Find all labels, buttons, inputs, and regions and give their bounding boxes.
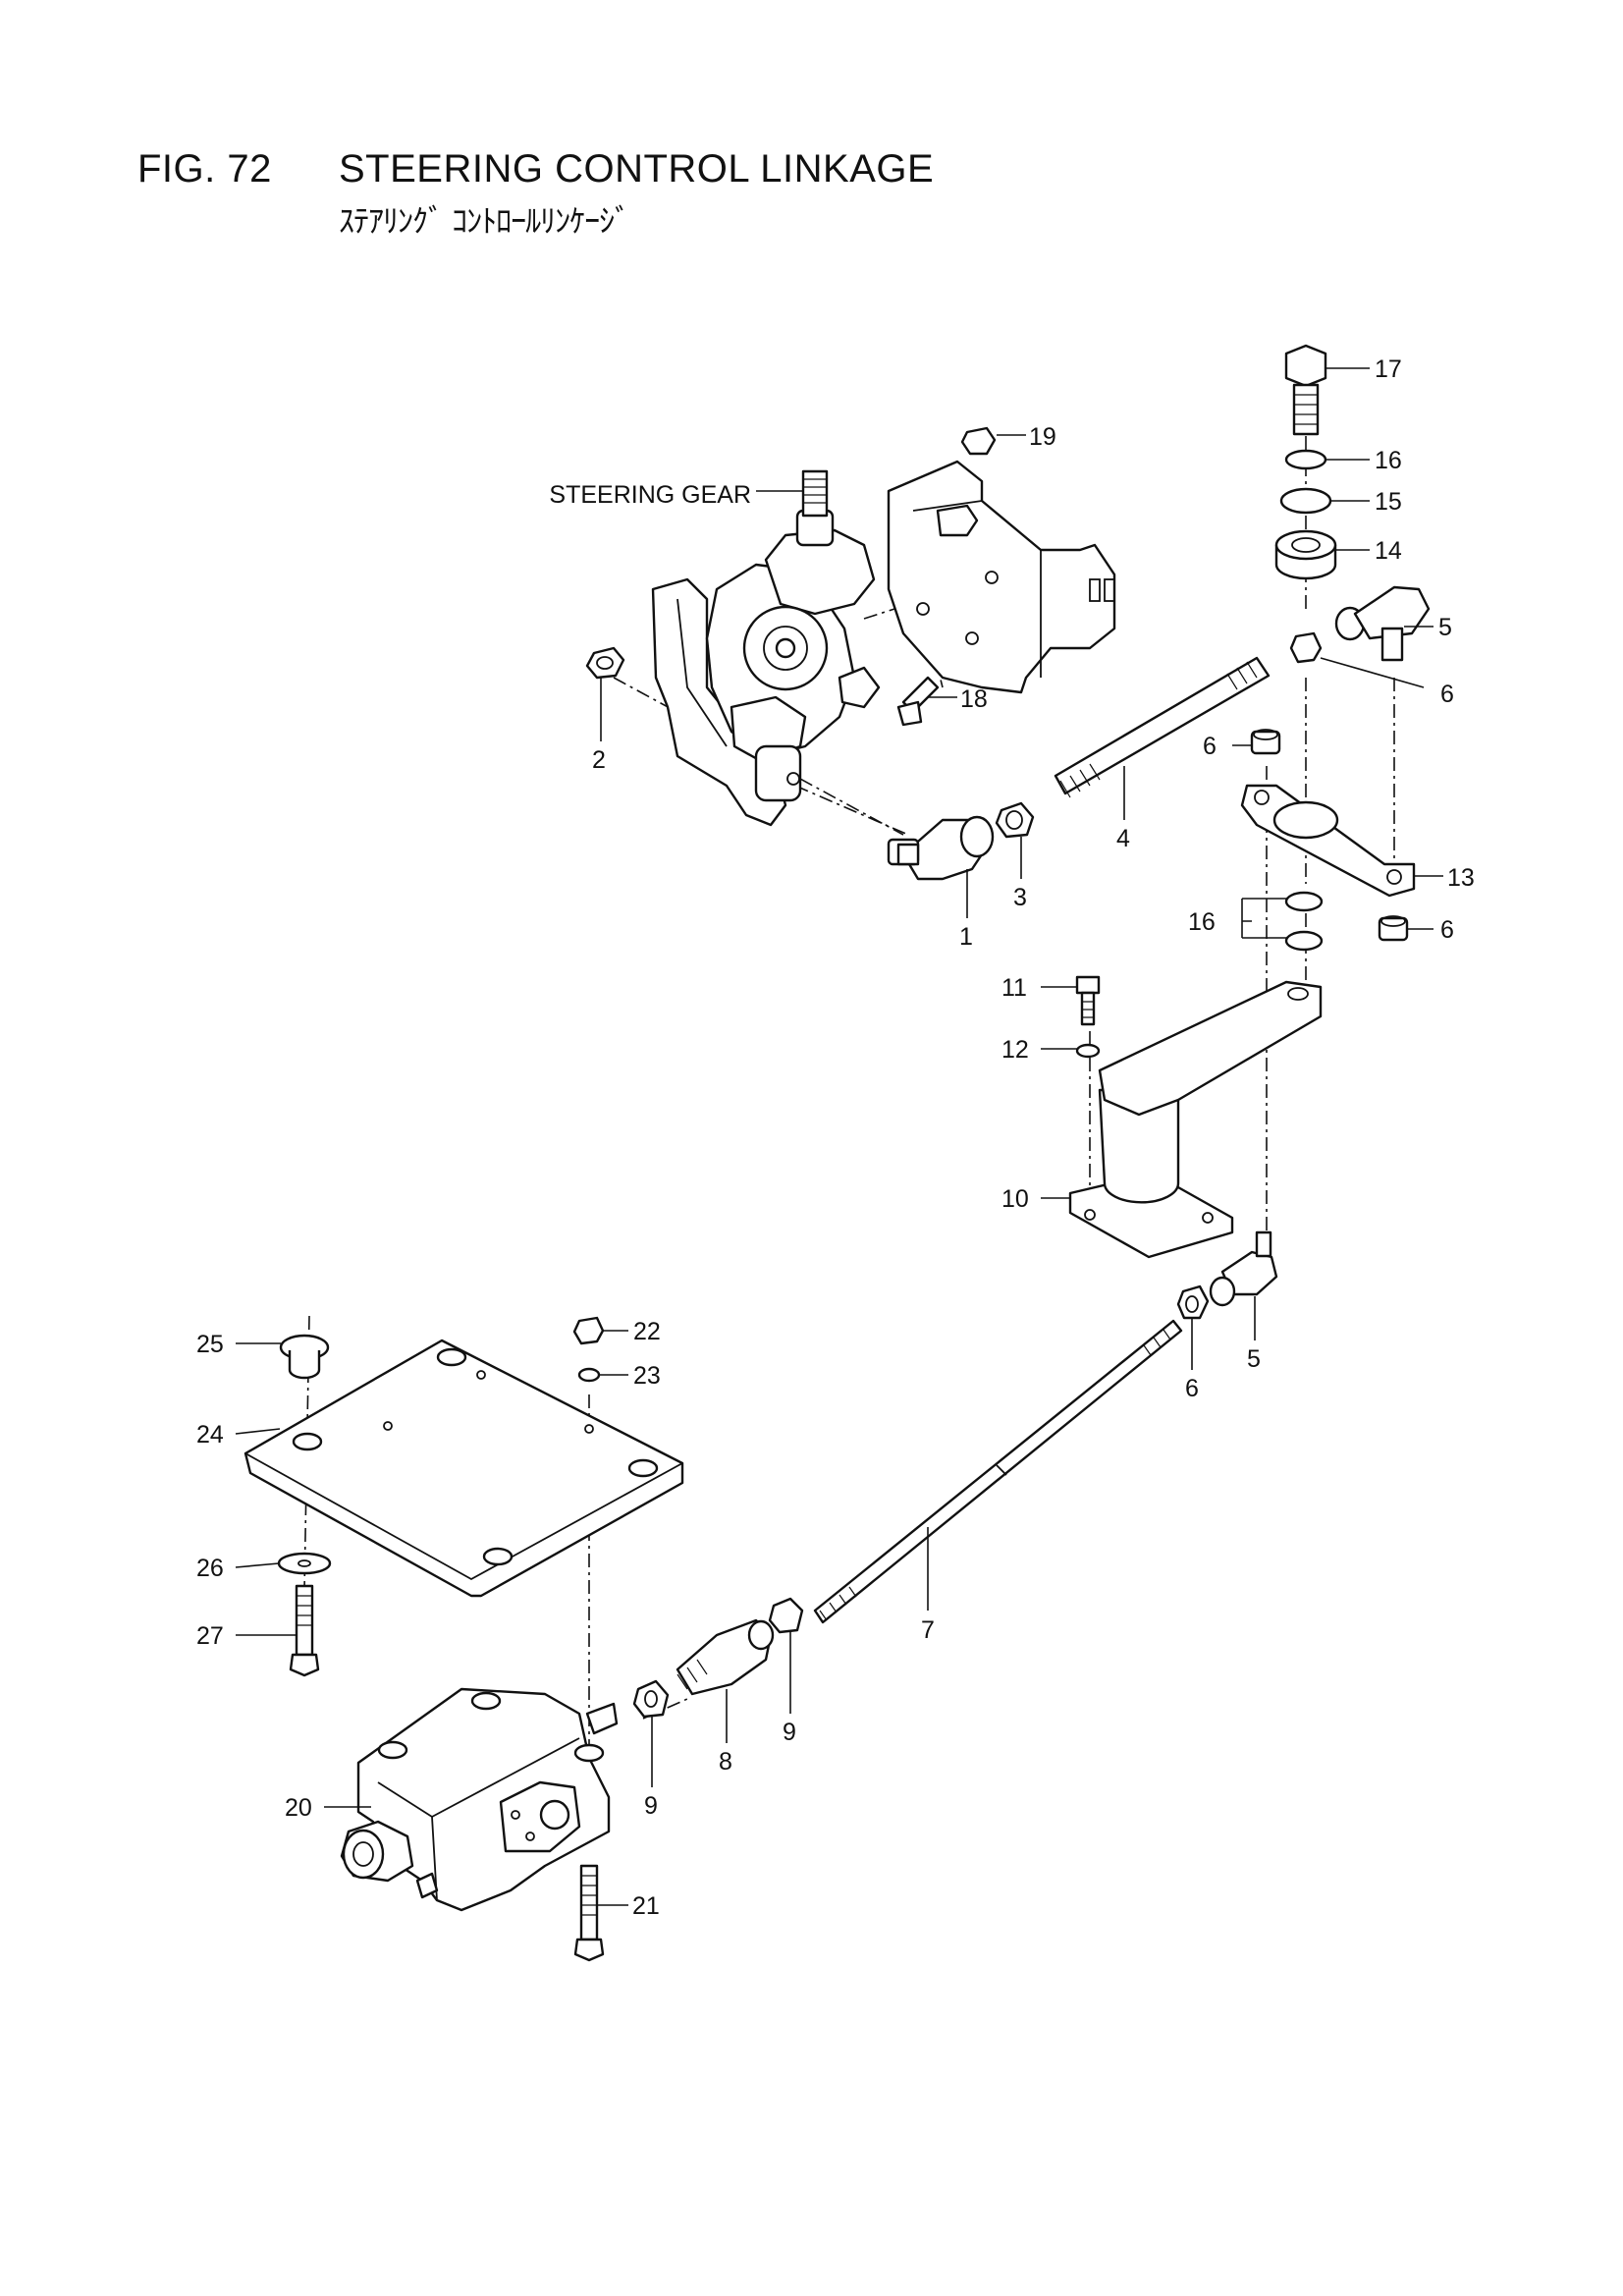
callout-18: 18: [960, 685, 988, 713]
callout-12: 12: [1001, 1036, 1029, 1064]
callout-6-lower: 6: [1185, 1375, 1199, 1402]
part-6-nut-upper: [1289, 631, 1323, 664]
part-12-lock-washer: [1075, 1043, 1101, 1059]
label-steering-gear: STEERING GEAR: [549, 481, 751, 509]
callout-9-left: 9: [644, 1792, 658, 1820]
callout-3: 3: [1013, 884, 1027, 911]
part-18-bolt: [896, 676, 940, 727]
callout-6-right: 6: [1440, 916, 1454, 944]
part-9-nut-left: [632, 1679, 670, 1719]
callout-20: 20: [285, 1794, 312, 1822]
callout-6-upper: 6: [1440, 681, 1454, 708]
callout-13: 13: [1447, 864, 1475, 892]
part-10-pivot-arm: [1068, 980, 1323, 1259]
part-9-nut-right: [768, 1597, 804, 1634]
steering-gear: [651, 469, 881, 827]
callout-24: 24: [196, 1421, 224, 1449]
callout-23: 23: [633, 1362, 661, 1390]
callout-labels: STEERING GEAR 19 18 2 1 3 4 17 16 15 14 …: [196, 355, 1475, 1920]
callout-9-right: 9: [783, 1719, 796, 1746]
part-5-ball-joint-lower: [1209, 1230, 1278, 1307]
part-19-nut: [960, 426, 997, 456]
callout-27: 27: [196, 1622, 224, 1650]
part-17-bolt: [1284, 344, 1327, 436]
callout-16-lower: 16: [1188, 908, 1216, 936]
part-15-snap-ring: [1279, 487, 1332, 515]
part-21-bolt: [573, 1864, 605, 1962]
callout-5-upper: 5: [1438, 614, 1452, 641]
callout-7: 7: [921, 1616, 935, 1644]
callout-5-lower: 5: [1247, 1345, 1261, 1373]
callout-17: 17: [1375, 355, 1402, 383]
callout-15: 15: [1375, 488, 1402, 516]
part-22-nut: [572, 1316, 605, 1345]
part-6-nut-mid: [1250, 729, 1281, 755]
figure-title: STEERING CONTROL LINKAGE: [339, 147, 935, 191]
part-3-nut: [995, 801, 1035, 839]
callout-10: 10: [1001, 1185, 1029, 1213]
callout-25: 25: [196, 1331, 224, 1358]
figure-number: FIG. 72: [137, 147, 272, 191]
callout-4: 4: [1116, 825, 1130, 852]
part-1-ball-joint: [887, 815, 995, 881]
part-8-coupling: [676, 1618, 775, 1696]
part-20-valve: [340, 1687, 619, 1912]
callout-2: 2: [592, 746, 606, 774]
part-16-washer-top: [1284, 449, 1327, 470]
part-23-washer: [577, 1367, 601, 1383]
part-16-washer-a: [1284, 891, 1324, 912]
figure-subtitle-japanese: ｽﾃｱﾘﾝｸﾞ ｺﾝﾄﾛｰﾙﾘﾝｹｰｼﾞ: [339, 202, 630, 240]
callout-22: 22: [633, 1318, 661, 1345]
leader-lines: [235, 367, 1443, 1906]
part-11-bolt: [1075, 975, 1101, 1026]
part-5-ball-joint-upper: [1334, 585, 1431, 662]
part-16-washer-b: [1284, 930, 1324, 952]
part-24-cover-plate: [243, 1339, 684, 1598]
callout-11: 11: [1001, 974, 1027, 1002]
mounting-bracket: [887, 460, 1116, 694]
callout-8: 8: [719, 1748, 732, 1776]
part-2-nut: [585, 646, 625, 680]
part-26-washer: [277, 1552, 332, 1575]
part-6-nut-lower: [1176, 1285, 1210, 1320]
callout-1: 1: [959, 923, 973, 951]
callout-16-top: 16: [1375, 447, 1402, 474]
part-6-nut-right: [1378, 915, 1409, 942]
part-4-rod: [1054, 656, 1271, 798]
part-25-grommet: [279, 1334, 330, 1380]
part-13-lever: [1240, 784, 1416, 898]
part-14-bearing: [1274, 529, 1337, 580]
part-7-tie-rod: [813, 1319, 1183, 1624]
callout-26: 26: [196, 1555, 224, 1582]
callout-21: 21: [632, 1892, 660, 1920]
part-27-bolt: [289, 1584, 320, 1677]
callout-14: 14: [1375, 537, 1402, 565]
callout-19: 19: [1029, 423, 1056, 451]
callout-6-mid: 6: [1203, 733, 1217, 760]
